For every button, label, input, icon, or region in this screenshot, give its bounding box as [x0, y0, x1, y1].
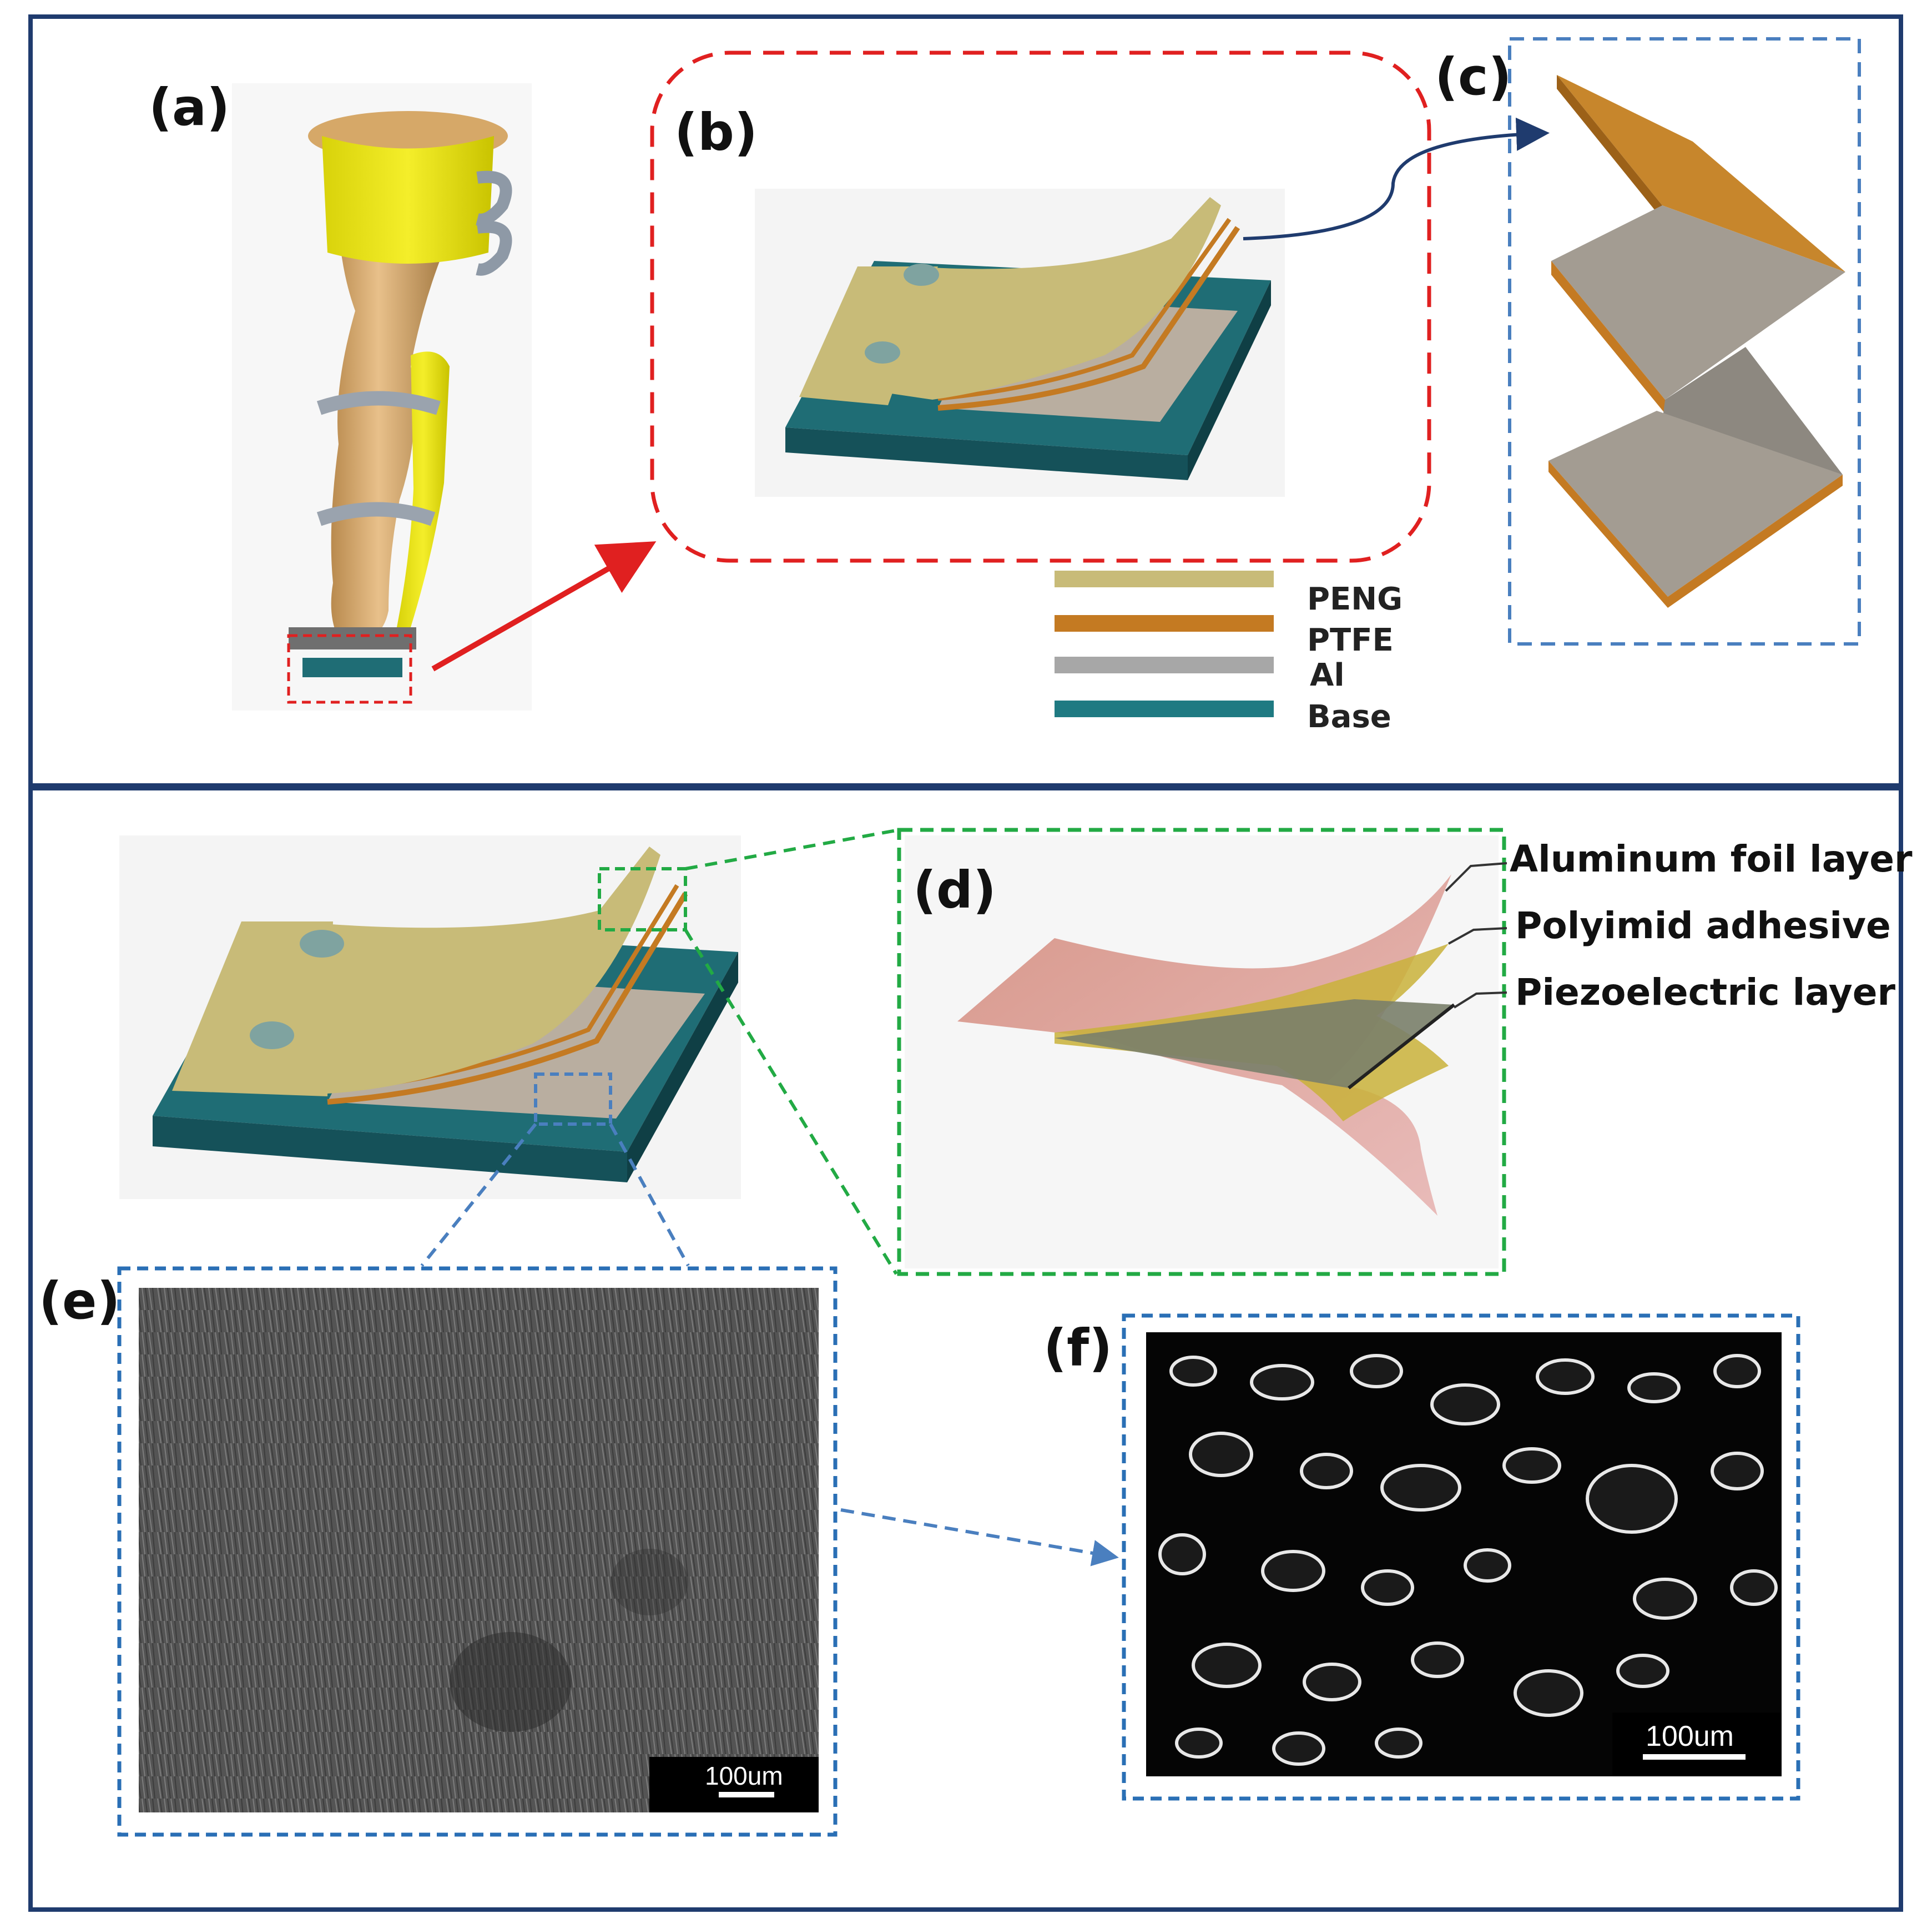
layer-piezo-edge [1348, 1003, 1455, 1090]
device-b-peng-clamp [799, 266, 938, 405]
device-bottom-screw-1 [300, 930, 344, 958]
panel-label-f: (f) [1043, 1318, 1112, 1378]
panel-f-dashed-box [1122, 1313, 1800, 1801]
panel-label-c: (c) [1435, 47, 1512, 107]
connector-e-left [420, 1123, 537, 1267]
panel-d: (d) Aluminum foil layer Polyimid adhesiv… [897, 828, 1913, 1276]
panel-a: (a) [149, 78, 657, 711]
sem-e-dark-patch [450, 1632, 572, 1732]
zigzag-plate-4-edge-right [1668, 475, 1843, 608]
thigh-strap-1 [476, 170, 512, 226]
shin-guard [397, 351, 450, 627]
zoom-box-e [534, 1072, 612, 1126]
device-bottom-base-side [627, 952, 738, 1182]
bottom-panel-frame [28, 786, 1903, 1912]
zigzag-plate-1 [1557, 75, 1845, 272]
panel-c: (c) [1435, 37, 1861, 646]
shin-strap-1 [316, 391, 441, 415]
panel-label-a: (a) [149, 78, 230, 137]
shin-strap-2 [316, 502, 436, 526]
panel-e: (e) 100um [39, 1266, 1119, 1837]
panel-b: (b) [650, 51, 1550, 563]
legend-label-ptfe: PTFE [1307, 622, 1394, 658]
panel-b-dashed-box [650, 51, 1431, 563]
legend: PENG PTFE Al Base [1055, 571, 1403, 735]
foot-highlight-box [287, 634, 412, 704]
sem-f-particles [1158, 1354, 1778, 1766]
panel-d-dashed-box [897, 828, 1506, 1276]
device-b-ptfe-2 [937, 218, 1232, 401]
device-b-base-side [1188, 280, 1271, 480]
device-b-screw-2 [865, 341, 900, 364]
label-piezoelectric-layer: Piezoelectric layer [1515, 971, 1896, 1014]
label-polyimid-adhesive: Polyimid adhesive [1515, 904, 1891, 947]
scale-bar-e-label: 100um [705, 1761, 783, 1790]
top-panel-frame [28, 14, 1903, 788]
device-bottom-base-front [153, 1116, 627, 1182]
layer-piezo [1055, 999, 1454, 1088]
legend-label-base: Base [1307, 699, 1391, 735]
scale-bar-f-box [1612, 1713, 1782, 1776]
sem-image-e [139, 1288, 819, 1812]
device-bottom-peng-clamp [172, 921, 333, 1096]
sem-e-dark-patch-2 [611, 1549, 688, 1615]
connector-e-right [609, 1123, 690, 1267]
zigzag-plate-2-edge [1551, 261, 1665, 414]
zigzag-plate-1-edge [1557, 75, 1662, 219]
scale-bar-f-line [1643, 1754, 1746, 1760]
device-bottom [119, 828, 900, 1275]
zigzag-plate-4 [1548, 411, 1843, 597]
scale-bar-f-label: 100um [1646, 1720, 1734, 1752]
zoom-box-d [598, 867, 687, 931]
panel-e-dashed-box [117, 1266, 838, 1837]
panel-label-b: (b) [674, 103, 758, 162]
panel-c-dashed-box [1508, 37, 1861, 646]
device-b-peng-flap [857, 197, 1221, 400]
thigh-strap-2 [476, 220, 512, 276]
legend-swatch-base [1055, 701, 1274, 717]
panel-label-d: (d) [913, 860, 996, 920]
leader-aluminum [1445, 862, 1507, 892]
leader-polyimid [1448, 927, 1507, 945]
scale-bar-e-box [649, 1757, 819, 1812]
zigzag-plate-4-edge [1548, 461, 1668, 608]
leader-piezo [1453, 991, 1507, 1009]
foot-plate [289, 627, 416, 649]
device-b-ptfe-1 [937, 226, 1240, 411]
label-aluminum-foil-layer: Aluminum foil layer [1510, 838, 1913, 880]
device-b-screw-1 [904, 264, 939, 286]
device-bottom-peng-flap [228, 847, 660, 1094]
panel-f: (f) [1043, 1313, 1800, 1801]
scale-bar-e-line [719, 1792, 774, 1797]
connector-d-top [685, 828, 900, 870]
legend-label-al: Al [1310, 657, 1345, 693]
arrow-a-to-b [431, 541, 657, 672]
connector-d-bottom [684, 929, 898, 1275]
legend-swatch-ptfe [1055, 615, 1274, 632]
device-bottom-ptfe-1 [327, 892, 688, 1105]
arrow-b-to-c [1243, 117, 1550, 240]
thigh-cuff [322, 136, 494, 264]
zigzag-plate-2 [1551, 205, 1845, 400]
legend-swatch-peng [1055, 571, 1274, 587]
legend-label-peng: PENG [1307, 581, 1403, 617]
device-b-base-front [785, 427, 1188, 480]
panel-label-e: (e) [39, 1271, 120, 1331]
device-bottom-screw-2 [250, 1021, 294, 1049]
legend-swatch-al [1055, 657, 1274, 673]
arrow-e-to-f [840, 1508, 1119, 1567]
foot-device [302, 658, 402, 677]
